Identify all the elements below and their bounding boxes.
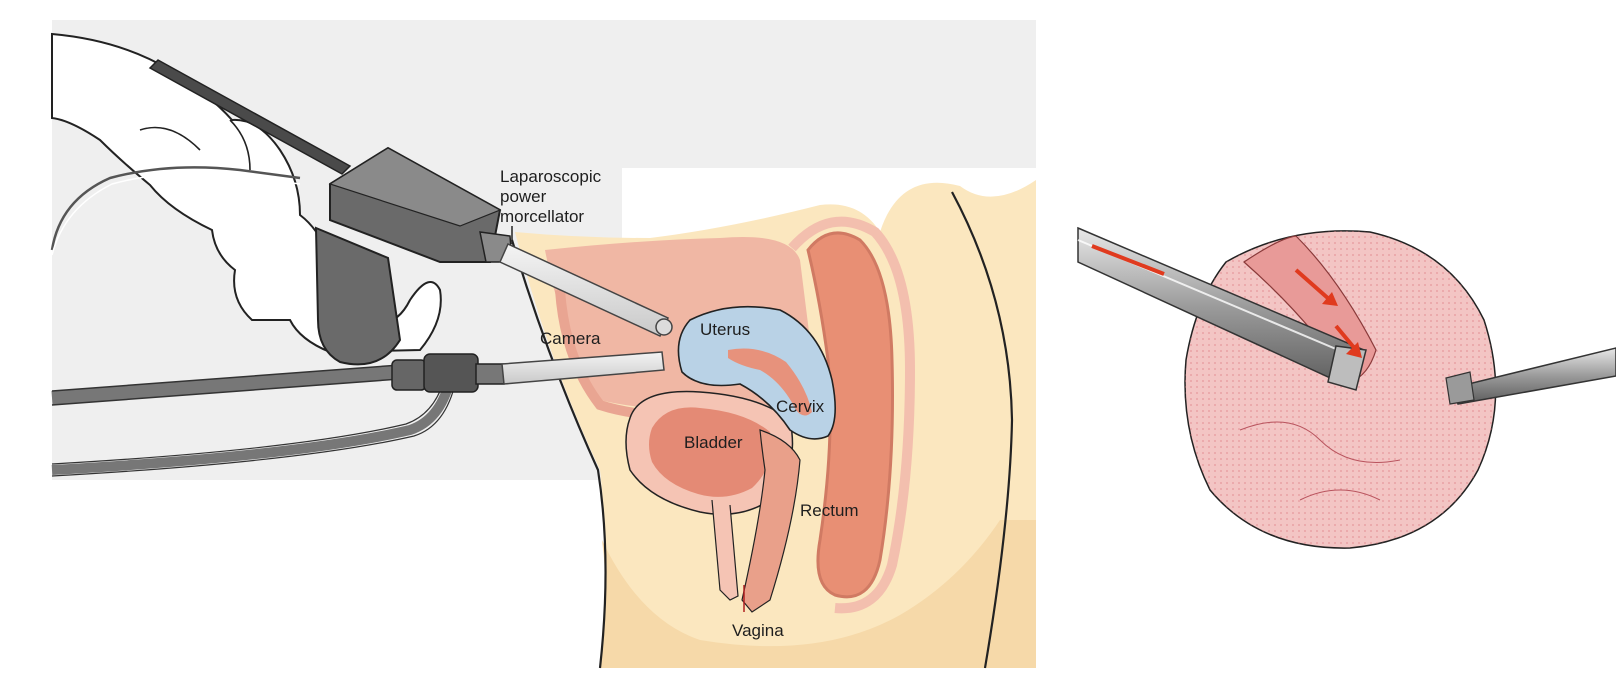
- pelvis-cross-section: [512, 180, 1036, 668]
- rectum-label: Rectum: [800, 501, 859, 520]
- vagina-label: Vagina: [732, 621, 784, 640]
- camera-connector: [476, 364, 504, 384]
- morcellator-label-line2: power: [500, 187, 547, 206]
- uterus-label: Uterus: [700, 320, 750, 339]
- morcellator-label-line3: morcellator: [500, 207, 584, 226]
- morcellator-tip: [656, 319, 672, 335]
- morcellator-label-line1: Laparoscopic: [500, 167, 602, 186]
- camera-label: Camera: [540, 329, 601, 348]
- bladder-label: Bladder: [684, 433, 743, 452]
- camera-coupler: [392, 360, 426, 390]
- camera-head: [424, 354, 478, 392]
- grasper-jaw: [1446, 372, 1474, 404]
- cervix-label: Cervix: [776, 397, 825, 416]
